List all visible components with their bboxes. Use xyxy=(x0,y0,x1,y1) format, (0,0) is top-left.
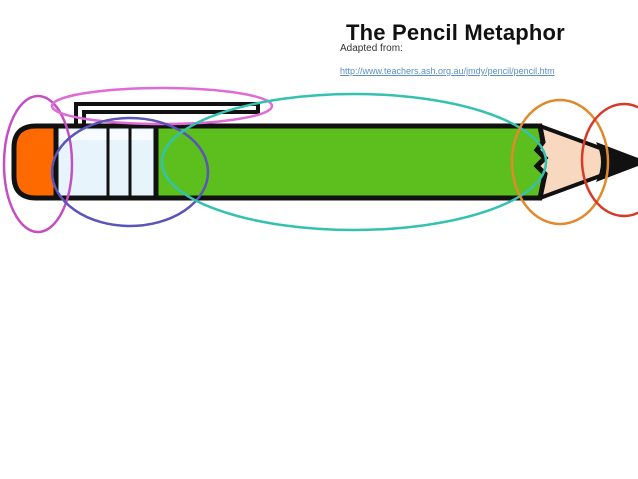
adapted-from-label: Adapted from: xyxy=(340,43,403,54)
source-link[interactable]: http://www.teachers.ash.org.au/jmdy/penc… xyxy=(340,66,555,76)
pencil-barrel xyxy=(156,126,545,198)
pencil-eraser xyxy=(14,126,56,198)
pencil-graphite-tip xyxy=(596,142,638,182)
